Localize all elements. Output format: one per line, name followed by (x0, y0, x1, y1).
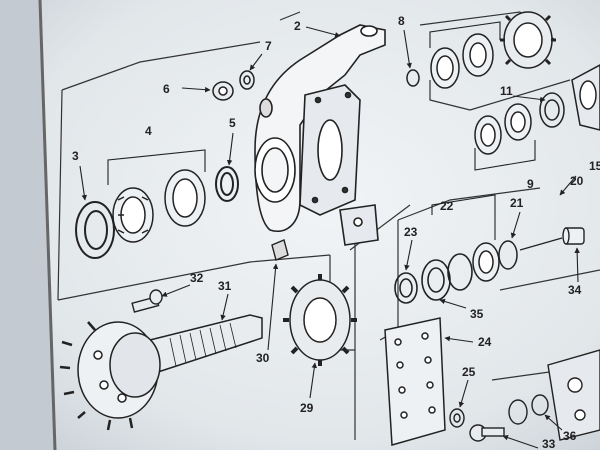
bracket-lines (107, 21, 536, 240)
callout-6: 6 (163, 82, 170, 96)
callout-32: 32 (190, 271, 204, 285)
callout-35: 35 (470, 307, 484, 321)
callout-22: 22 (440, 199, 454, 213)
part-pin-34 (519, 227, 585, 251)
part-washer-25 (449, 408, 465, 428)
callout-30: 30 (256, 351, 270, 365)
part-bearing-9 (474, 103, 532, 155)
part-knuckle-2 (254, 24, 386, 246)
screen-border-line (38, 0, 57, 450)
callout-25: 25 (462, 365, 476, 379)
part-ring-36 (508, 394, 549, 425)
callout-15: 15 (589, 159, 600, 173)
part-bracket-lower-right (547, 349, 600, 441)
callout-5: 5 (229, 116, 236, 130)
part-ring-11 (539, 92, 565, 128)
callout-2: 2 (294, 19, 301, 33)
part-seal-3 (75, 201, 115, 259)
callout-23: 23 (404, 225, 418, 239)
callout-7: 7 (265, 39, 272, 53)
part-ring-21 (498, 240, 518, 270)
part-ring-5 (215, 166, 239, 202)
callout-11: 11 (500, 84, 513, 98)
part-ring-8 (406, 69, 420, 87)
leader-lines (79, 26, 580, 449)
callout-8: 8 (398, 14, 405, 28)
part-gear-29 (283, 274, 357, 366)
callout-29: 29 (300, 401, 314, 415)
screen-left-edge (0, 0, 55, 450)
callout-33: 33 (542, 437, 556, 450)
part-bearing-4 (112, 169, 206, 243)
callout-31: 31 (218, 279, 232, 293)
callout-20: 20 (570, 174, 584, 188)
part-washer-7 (239, 70, 255, 90)
callout-labels: 2 3 4 5 6 7 8 9 11 15 20 21 22 23 24 25 … (72, 14, 600, 450)
callout-34: 34 (568, 283, 582, 297)
callout-9: 9 (527, 177, 534, 191)
part-bearing-22 (472, 242, 500, 282)
part-plate-24 (384, 317, 446, 446)
callout-36: 36 (563, 429, 577, 443)
callout-21: 21 (510, 196, 524, 210)
part-rings-23-35 (394, 253, 473, 304)
part-nut-6 (212, 81, 234, 101)
callout-24: 24 (478, 335, 492, 349)
part-axle-31 (59, 314, 263, 431)
part-bearing-top (430, 33, 494, 89)
part-clip-30 (271, 239, 289, 261)
part-gear-top (500, 11, 556, 69)
callout-4: 4 (145, 124, 152, 138)
part-bolt-32 (131, 289, 163, 313)
part-flange-right (571, 64, 600, 131)
callout-3: 3 (72, 149, 79, 163)
part-bolt-33 (469, 424, 505, 442)
